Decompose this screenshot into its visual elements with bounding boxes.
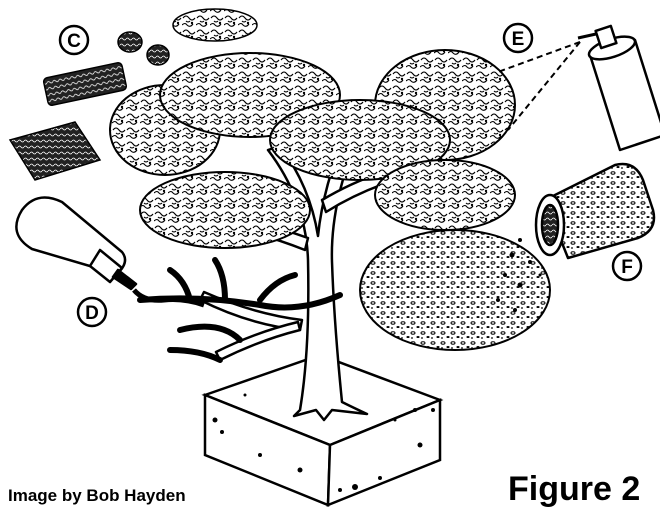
figure-title: Figure 2 xyxy=(508,470,640,509)
image-credit: Image by Bob Hayden xyxy=(8,486,186,506)
spray-can xyxy=(578,26,660,150)
label-c: C xyxy=(67,31,81,52)
label-d: D xyxy=(85,303,99,324)
label-f: F xyxy=(621,257,633,278)
callout-d: D xyxy=(78,298,106,326)
shaker-jar xyxy=(536,164,654,258)
callout-e: E xyxy=(504,24,532,52)
callout-c: C xyxy=(60,26,88,54)
label-e: E xyxy=(512,29,525,50)
callout-f: F xyxy=(613,252,641,280)
